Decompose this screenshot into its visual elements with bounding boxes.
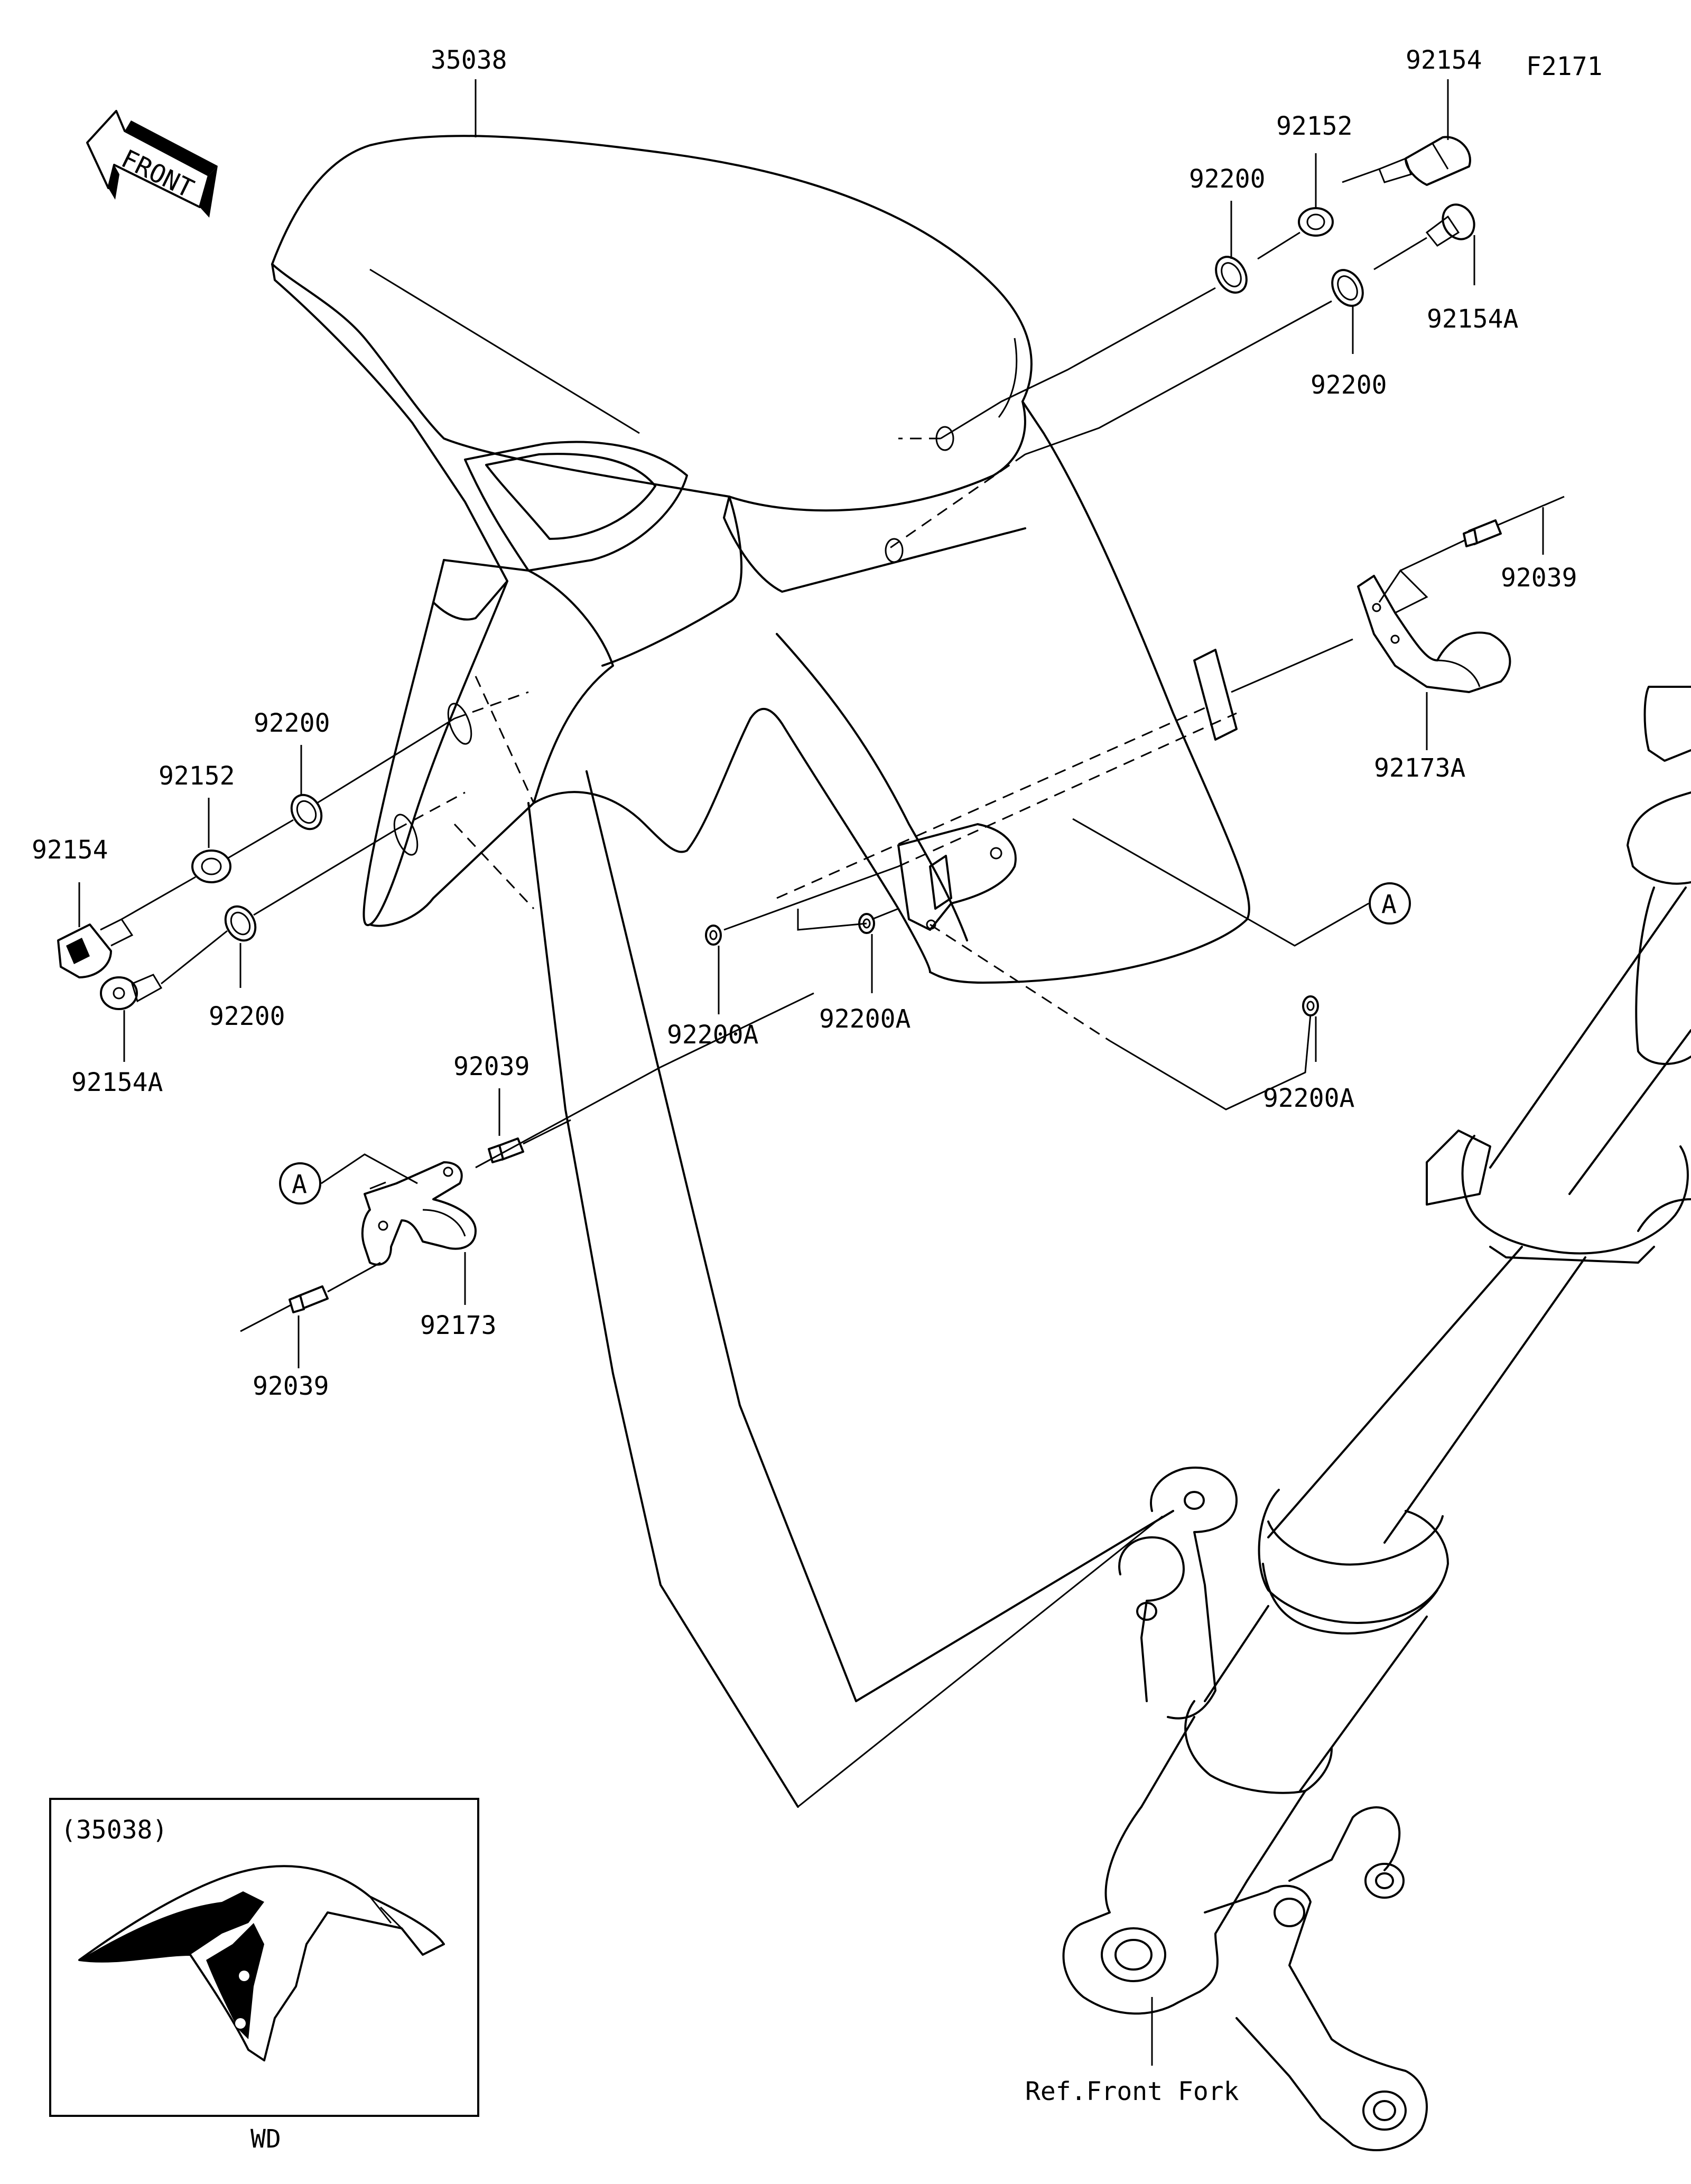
ring-92200-left xyxy=(290,794,323,830)
label-92152-top: 92152 xyxy=(1276,111,1353,141)
fender-tail-leader xyxy=(797,1515,1163,1808)
label-92200-left-b: 92200 xyxy=(209,1002,285,1031)
label-92173: 92173 xyxy=(420,1311,497,1340)
rivet-92039-left-bottom xyxy=(240,1285,329,1332)
front-arrow-icon: FRONT xyxy=(86,110,218,218)
ring-92200-top-b xyxy=(1331,269,1364,307)
figure-id: F2171 xyxy=(1526,52,1603,81)
label-92200a-1: 92200A xyxy=(667,1020,758,1050)
inset-box: (35038) WD xyxy=(49,1798,479,2154)
front-fork xyxy=(1062,686,1691,2151)
callout-a-right xyxy=(1369,882,1411,925)
bolt-92154a-top xyxy=(1425,203,1475,247)
grommet-92200a-1 xyxy=(705,925,722,946)
clip-92039-right xyxy=(1463,496,1565,547)
label-92200a-3: 92200A xyxy=(1263,1084,1354,1113)
label-92039-left-bottom: 92039 xyxy=(253,1371,329,1401)
clamp-92173a xyxy=(1357,575,1511,693)
label-92154a-top: 92154A xyxy=(1427,304,1518,334)
inset-caption: WD xyxy=(250,2124,281,2154)
grommet-92200a-3 xyxy=(1302,995,1319,1016)
clamp-92173 xyxy=(361,1161,477,1266)
callout-a-right-label: A xyxy=(1381,890,1397,919)
washer-92152-left xyxy=(191,850,231,883)
bolt-92154-top xyxy=(1378,136,1471,186)
fender-tail-outline-inner xyxy=(586,770,1174,1702)
ring-92200-left-b xyxy=(224,905,257,942)
label-92200-top-b: 92200 xyxy=(1311,370,1387,400)
label-92152-left: 92152 xyxy=(159,761,235,791)
callout-a-left-label: A xyxy=(292,1170,307,1199)
label-92173a: 92173A xyxy=(1374,753,1465,783)
label-92039-right: 92039 xyxy=(1501,563,1577,593)
front-fender xyxy=(271,135,1250,984)
label-92154-top: 92154 xyxy=(1406,45,1482,75)
bolt-92154a-left xyxy=(100,974,163,1010)
inset-title: (35038) xyxy=(61,1815,168,1845)
label-92154-left: 92154 xyxy=(32,835,108,865)
callout-a-left xyxy=(279,1162,321,1205)
label-92200a-2: 92200A xyxy=(819,1004,910,1034)
bolt-92154-left xyxy=(57,918,134,978)
washer-92152-top xyxy=(1298,207,1334,237)
ref-front-fork: Ref.Front Fork xyxy=(1025,2077,1239,2106)
label-35038: 35038 xyxy=(431,45,507,75)
label-92154a-left: 92154A xyxy=(71,1068,163,1097)
label-92200-top: 92200 xyxy=(1189,164,1266,194)
label-92200-left: 92200 xyxy=(254,708,330,738)
ring-92200-top xyxy=(1215,256,1248,294)
inset-fender-wd xyxy=(78,1865,445,2061)
label-92039-left-top: 92039 xyxy=(453,1052,530,1081)
fender-tail-outline xyxy=(527,802,799,1808)
